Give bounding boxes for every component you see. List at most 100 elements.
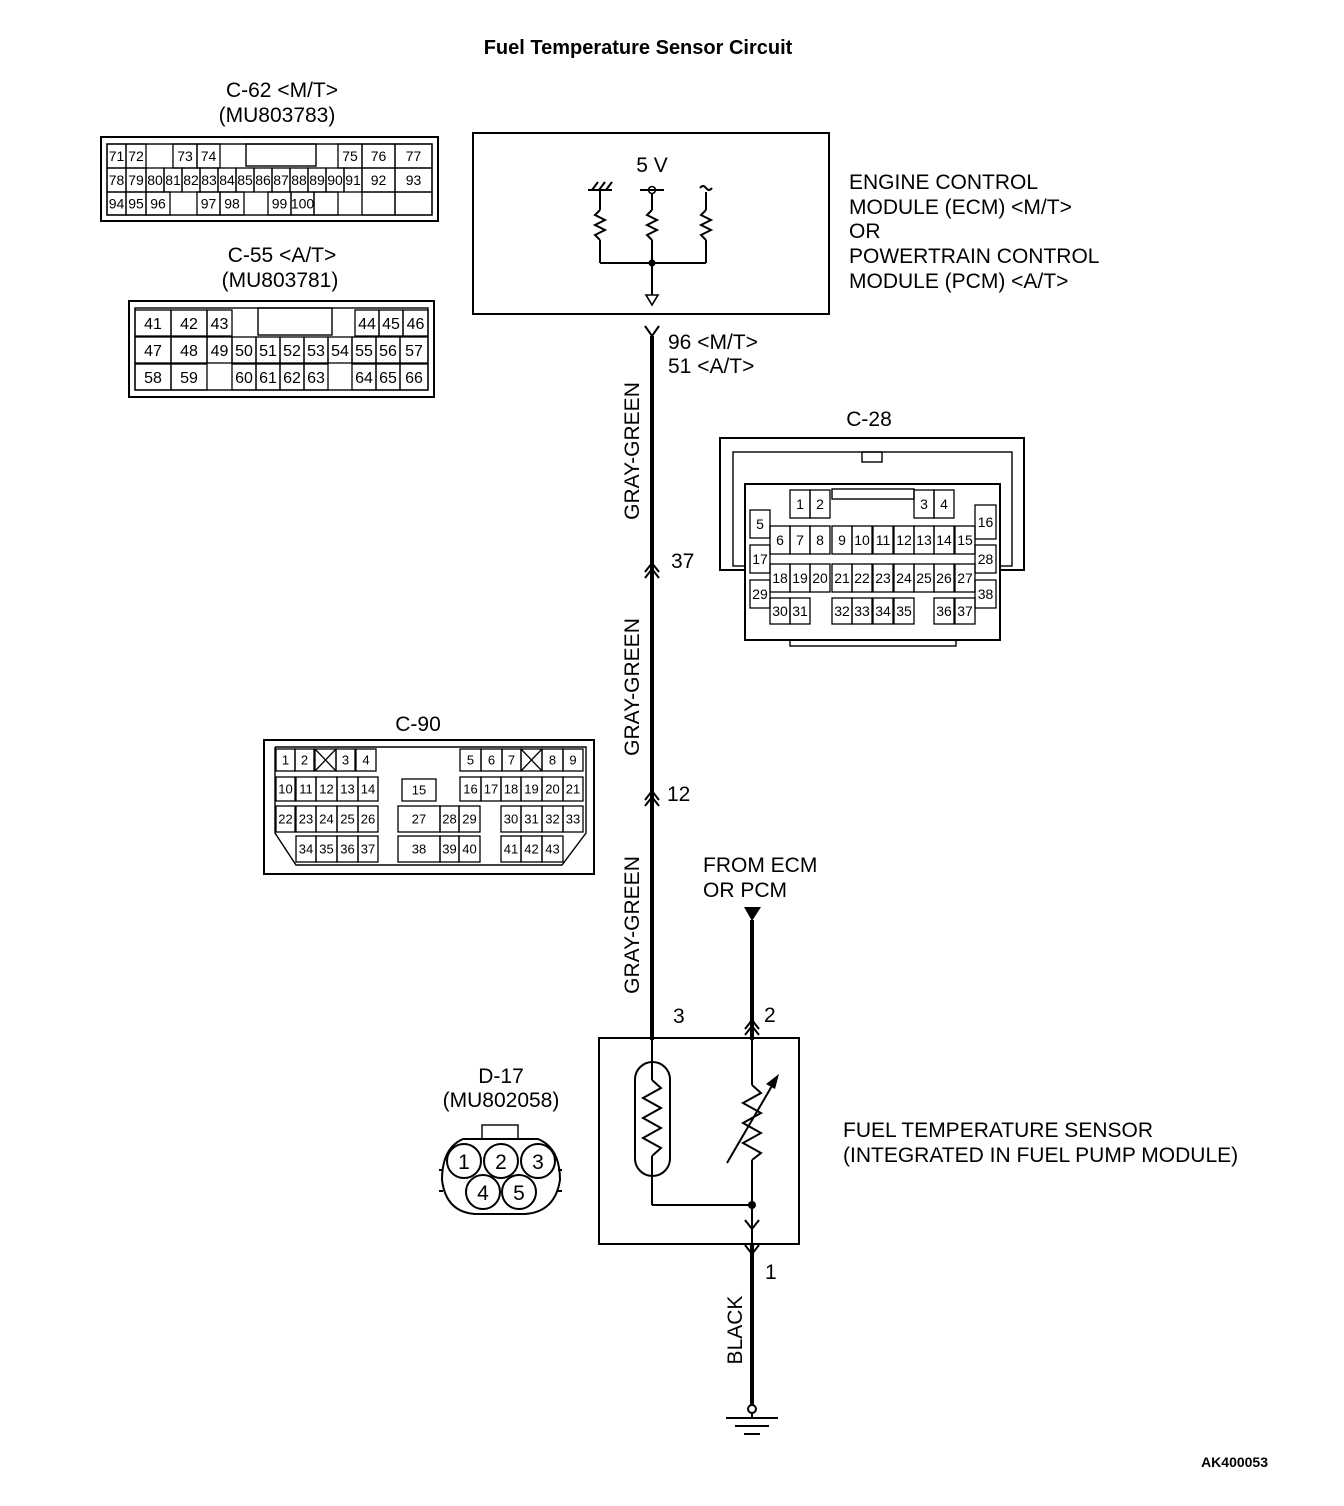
ground-pin-1: 1 xyxy=(765,1261,777,1284)
connector-c28-label: C-28 xyxy=(846,408,892,431)
c90-pin-label: 25 xyxy=(340,812,354,827)
c28-pin-label: 31 xyxy=(792,603,808,619)
ecm-name-line-4: POWERTRAIN CONTROL xyxy=(849,245,1099,268)
c62-pin-label: 99 xyxy=(272,196,288,212)
c28-pin-cell xyxy=(872,563,894,593)
c62-pin-label: 96 xyxy=(150,196,166,212)
c90-pin-label: 13 xyxy=(340,782,354,797)
c90-pin-label: 12 xyxy=(319,782,333,797)
c28-pin-cell xyxy=(893,597,915,625)
c62-pin-label: 73 xyxy=(177,148,193,164)
c90-blank-cavity xyxy=(520,748,543,772)
c62-pin-cell xyxy=(145,191,171,216)
c90-pin-label: 37 xyxy=(361,842,375,857)
sensor-pin-3: 3 xyxy=(673,1005,685,1028)
c55-pin-label: 64 xyxy=(355,370,373,387)
c90-pin-label: 3 xyxy=(342,753,349,768)
c90-pin-label: 4 xyxy=(362,753,369,768)
c90-pin-label: 14 xyxy=(361,782,375,797)
c62-pin-label: 86 xyxy=(255,172,271,188)
signal-wire: 96 <M/T> 51 <A/T> GRAY-GREEN 37 GRAY-GRE… xyxy=(621,325,758,1040)
c62-pin-cell xyxy=(219,191,245,216)
c28-pin-label: 23 xyxy=(875,570,891,586)
c90-pin-label: 2 xyxy=(301,753,308,768)
c90-pin-label: 22 xyxy=(278,812,292,827)
c90-pin-label: 1 xyxy=(282,753,289,768)
c90-pin-label: 28 xyxy=(442,812,456,827)
c55-pin-label: 65 xyxy=(379,370,397,387)
c90-pin-label: 26 xyxy=(361,812,375,827)
d17-pin-5: 5 xyxy=(513,1182,525,1205)
c28-pin-label: 28 xyxy=(978,551,994,567)
c55-pin-label: 61 xyxy=(259,370,277,387)
c28-pin-label: 5 xyxy=(756,516,764,532)
c90-pin-label: 8 xyxy=(549,753,556,768)
c55-pin-label: 55 xyxy=(355,343,373,360)
c90-pin-cell xyxy=(294,748,315,772)
c28-pin-cell xyxy=(809,489,831,519)
c28-pin-label: 35 xyxy=(896,603,912,619)
c55-pin-label: 51 xyxy=(259,343,277,360)
ecm-name-line-3: OR xyxy=(849,220,881,243)
c28-pin-cell xyxy=(933,597,955,625)
c90-pin-label: 32 xyxy=(545,812,559,827)
c90-pin-cell xyxy=(541,835,564,863)
c90-pin-cell xyxy=(562,805,584,833)
c62-pin-label: 80 xyxy=(147,172,163,188)
c90-blank-cavity-cross xyxy=(314,748,337,772)
wire-color-segment-2: GRAY-GREEN xyxy=(621,618,644,756)
c28-pin-label: 7 xyxy=(796,532,804,548)
c90-pin-cell xyxy=(357,805,379,833)
c90-blank-cavity-cross xyxy=(520,748,543,772)
c55-pin-label: 63 xyxy=(307,370,325,387)
c90-pin-label: 20 xyxy=(545,782,559,797)
ecm-name-line-1: ENGINE CONTROL xyxy=(849,171,1038,194)
c28-pin-cell xyxy=(851,597,873,625)
c62-pin-label: 97 xyxy=(201,196,217,212)
c62-pin-label: 91 xyxy=(345,172,361,188)
c90-pin-label: 34 xyxy=(299,842,313,857)
c55-pin-label: 41 xyxy=(144,316,162,333)
c90-pin-label: 27 xyxy=(412,812,426,827)
c28-pin-label: 13 xyxy=(916,532,932,548)
c55-pin-label: 58 xyxy=(144,370,162,387)
c90-pin-label: 40 xyxy=(462,842,476,857)
c28-pin-label: 24 xyxy=(896,570,912,586)
c28-pin-label: 16 xyxy=(978,514,994,530)
ground-wire: 1 BLACK xyxy=(724,1244,778,1435)
c90-blank-cavity xyxy=(314,748,337,772)
c55-pin-cell xyxy=(206,309,233,337)
c28-pin-cell xyxy=(974,579,997,609)
c90-pin-label: 21 xyxy=(566,782,580,797)
c28-pin-label: 32 xyxy=(834,603,850,619)
c62-pin-label: 75 xyxy=(342,148,358,164)
c62-pin-label: 94 xyxy=(109,196,125,212)
c28-pin-cell xyxy=(954,597,976,625)
ecm-name-line-5: MODULE (PCM) <A/T> xyxy=(849,270,1068,293)
c55-pin-cell xyxy=(399,363,429,391)
c55-pin-label: 45 xyxy=(382,316,400,333)
c62-pin-label: 78 xyxy=(109,172,125,188)
junction-c90-pin: 12 xyxy=(667,783,690,806)
c90-pin-label: 33 xyxy=(566,812,580,827)
c62-pin-label: 77 xyxy=(406,148,422,164)
c55-pin-cell xyxy=(402,309,429,337)
d17-pin-4: 4 xyxy=(477,1182,489,1205)
ecm-voltage-label: 5 V xyxy=(636,154,668,177)
c28-pin-label: 21 xyxy=(834,570,850,586)
c55-pin-cell xyxy=(399,336,429,364)
c90-pin-cell xyxy=(357,835,379,863)
c28-pin-cell xyxy=(872,525,894,555)
c28-pin-label: 10 xyxy=(854,532,870,548)
c28-pin-label: 18 xyxy=(772,570,788,586)
c28-pin-label: 17 xyxy=(752,551,768,567)
sensor-name-line-1: FUEL TEMPERATURE SENSOR xyxy=(843,1119,1153,1142)
fuel-temperature-sensor: 3 2 FUEL TEMPERATURE SENSOR (INTEGRATED … xyxy=(598,1004,1238,1256)
c90-pin-label: 17 xyxy=(484,782,498,797)
c62-pin-label: 100 xyxy=(291,196,315,212)
connector-d17-label: D-17 xyxy=(478,1065,524,1088)
